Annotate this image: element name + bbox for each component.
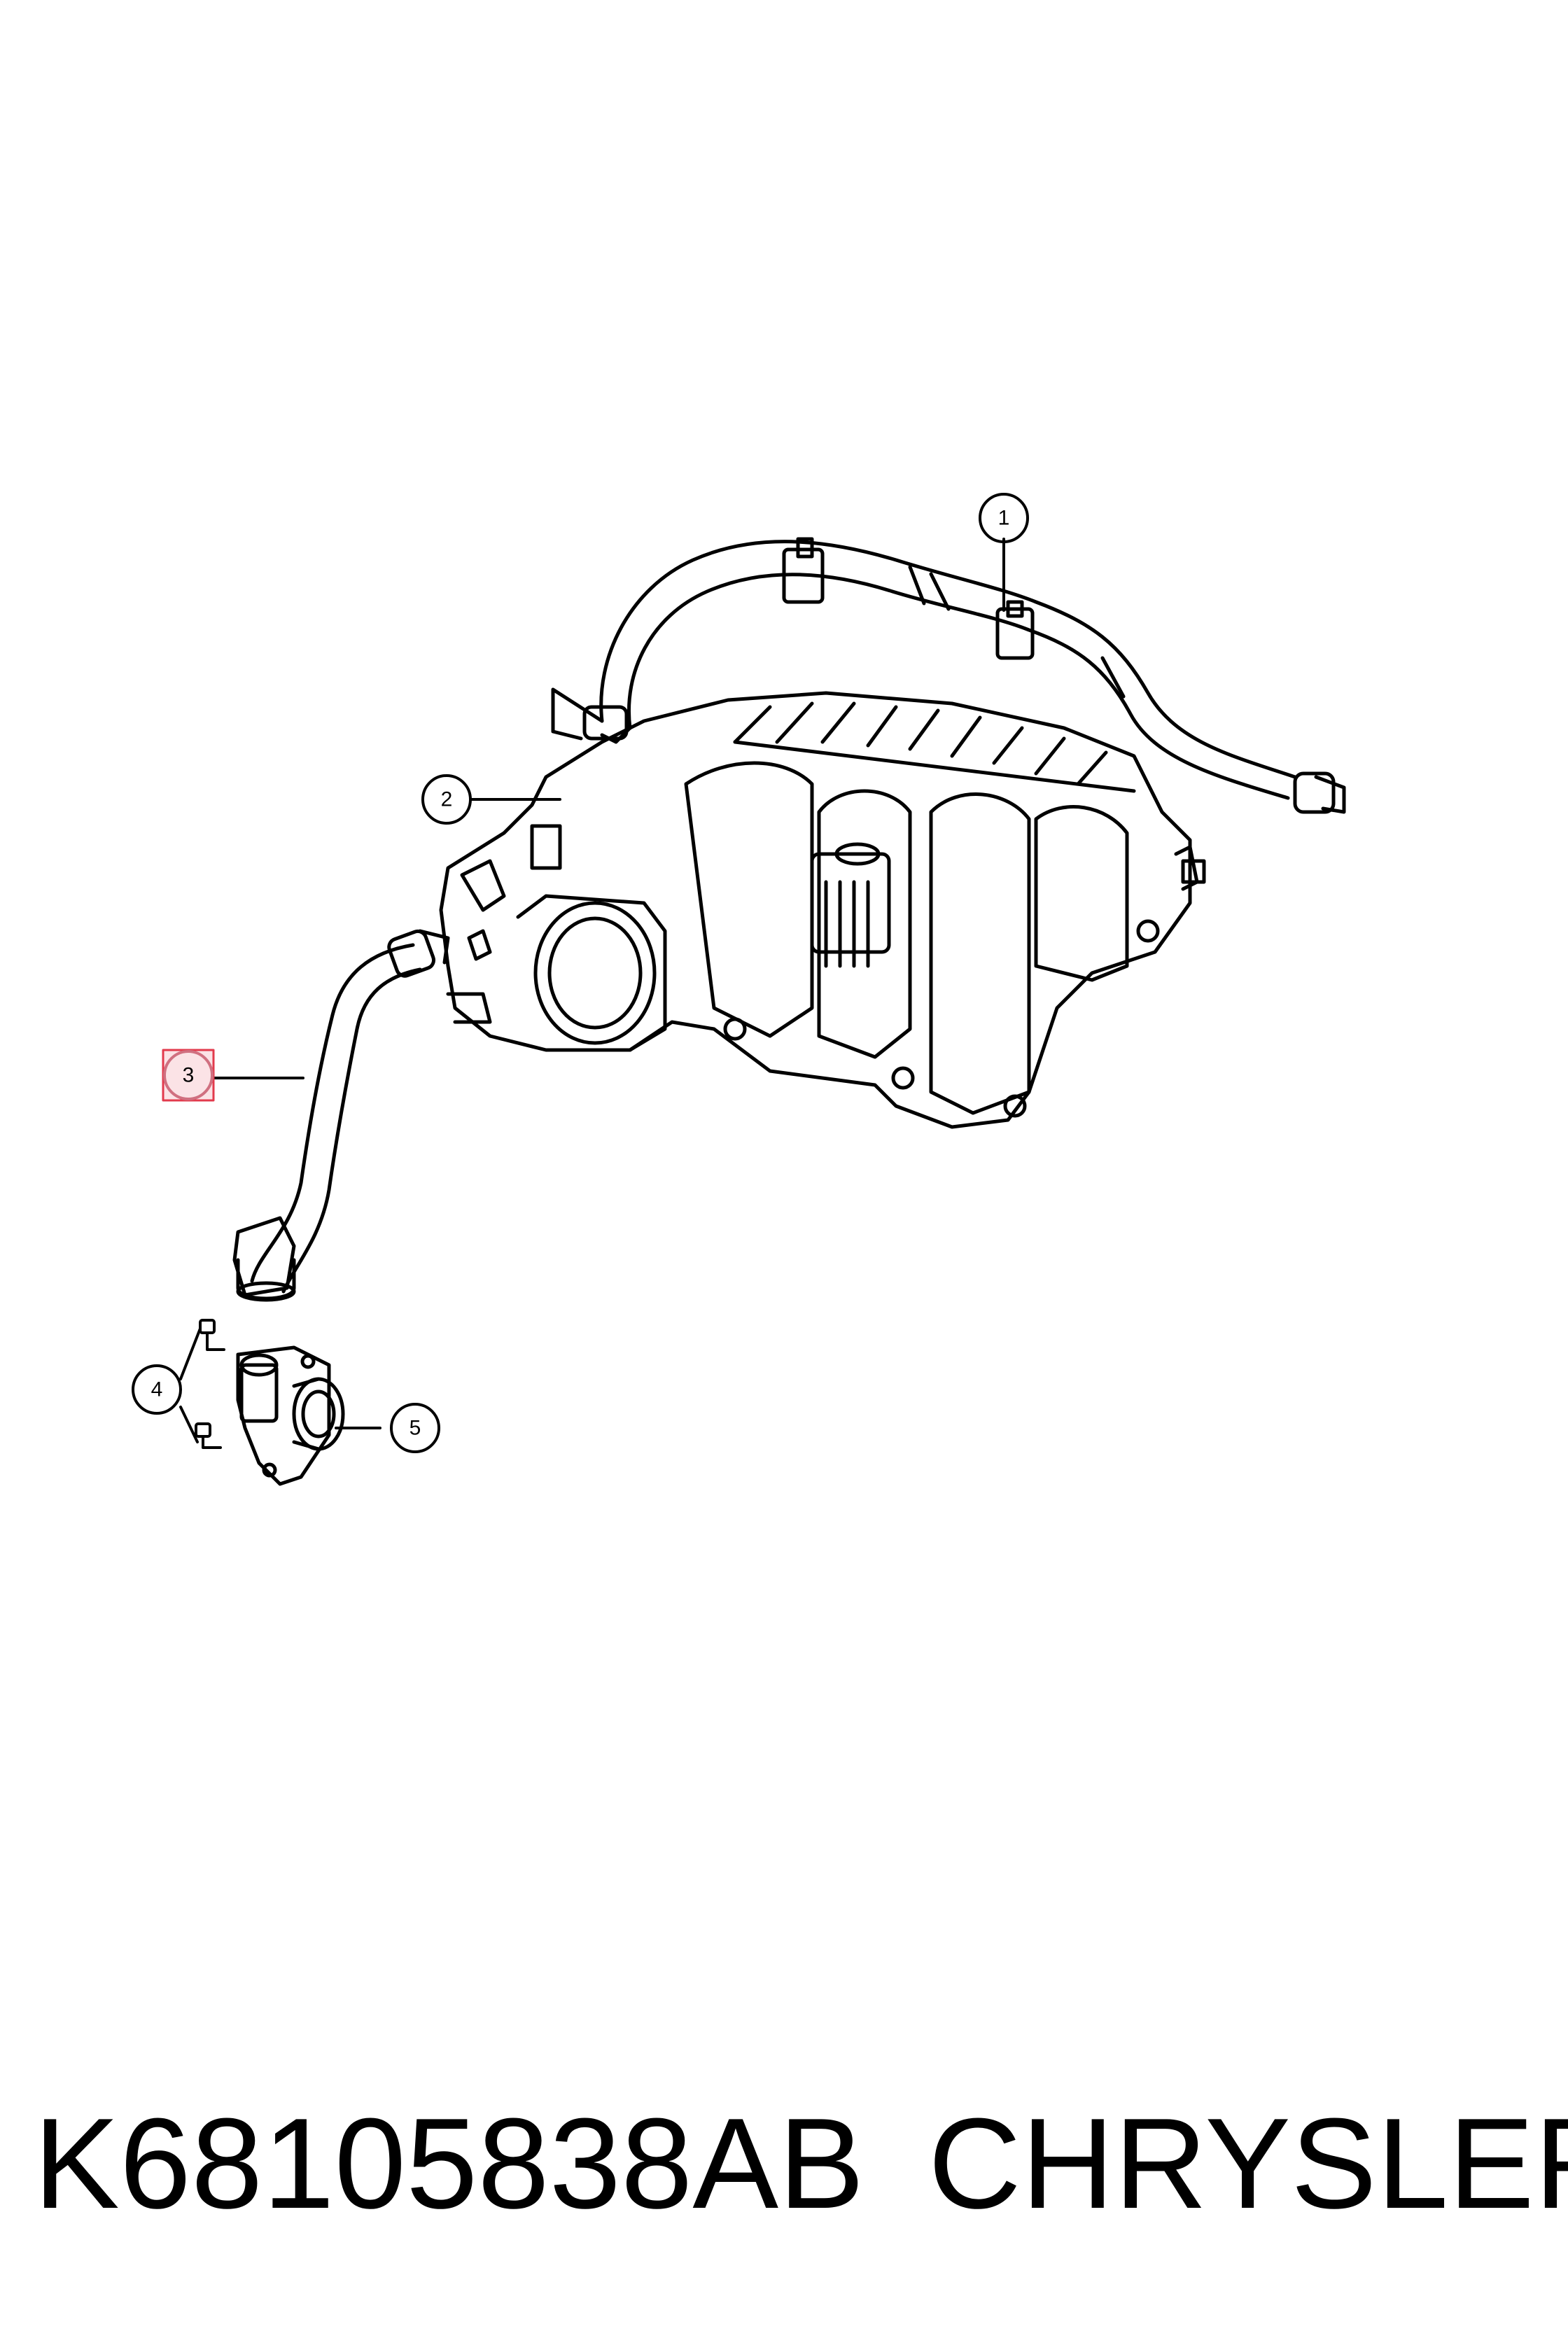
callout-5 xyxy=(390,1403,440,1453)
callout-2-label: 2 xyxy=(441,788,453,811)
leader-lines xyxy=(179,538,1005,1443)
callout-1 xyxy=(979,493,1029,543)
bolts xyxy=(195,1319,225,1449)
part-number: K68105838AB xyxy=(34,2091,864,2235)
pcv-hose-upper xyxy=(551,537,1346,814)
callout-4-label: 4 xyxy=(151,1378,163,1401)
callout-3 xyxy=(162,1049,215,1102)
callout-5-label: 5 xyxy=(410,1417,421,1440)
callout-4 xyxy=(132,1364,182,1415)
leader-line-4a xyxy=(179,1327,202,1380)
pcv-valve-adapter xyxy=(236,1345,345,1486)
intake-manifold xyxy=(439,691,1206,1129)
callout-2 xyxy=(421,774,472,825)
pcv-hose-lower xyxy=(232,929,450,1302)
callout-1-label: 1 xyxy=(998,507,1010,530)
brand-name: CHRYSLER xyxy=(928,2091,1568,2235)
leader-line-4b xyxy=(179,1406,199,1443)
footer: K68105838AB CHRYSLER xyxy=(0,2093,1568,2233)
callout-3-label: 3 xyxy=(183,1064,195,1087)
